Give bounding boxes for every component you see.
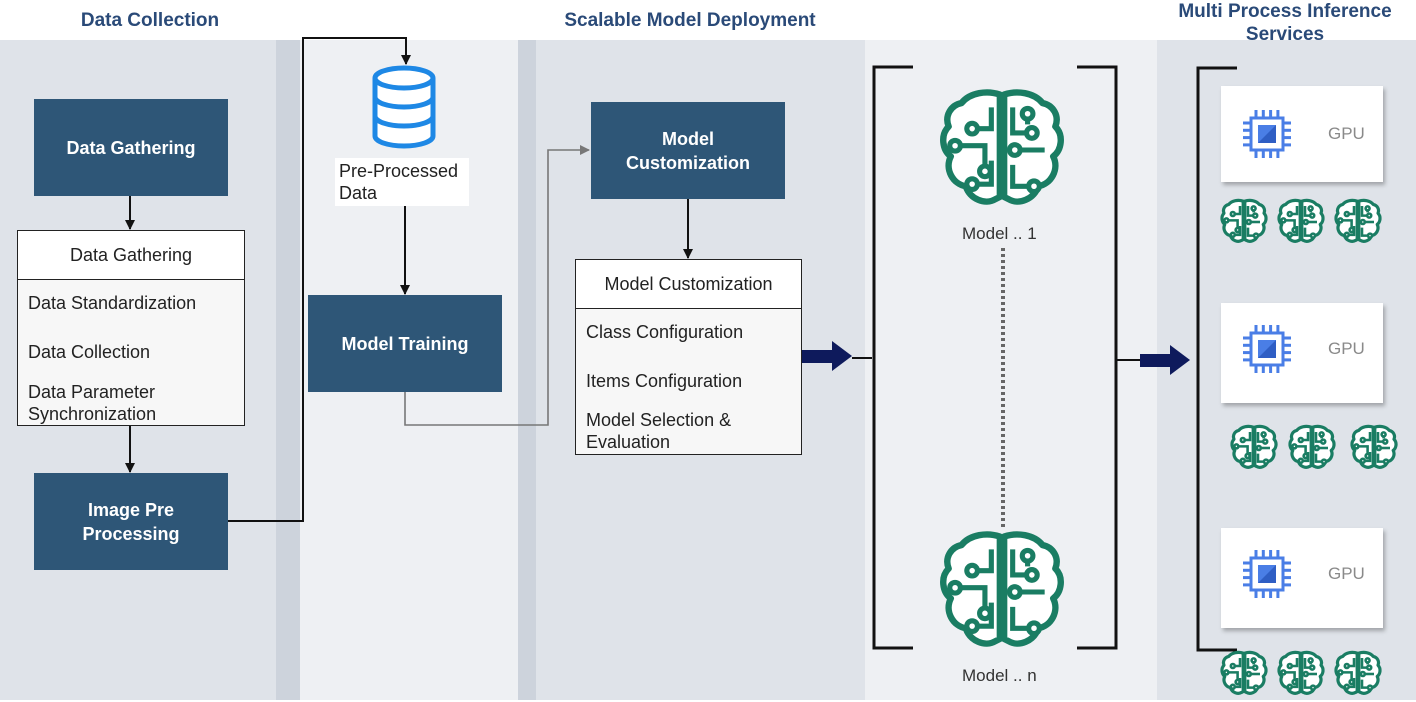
gpu-label: GPU [1328,564,1365,583]
worker-brain-icon [1350,424,1398,469]
list-item-model-selection-evaluation: Model Selection & Evaluation [586,410,732,452]
deployment-panel-edge [518,40,536,700]
brain-icon [940,531,1064,647]
model-customization-box[interactable]: Model Customization [591,102,785,199]
worker-brain-icon [1220,650,1268,695]
pre-processed-data-label: Pre-Processed Data [335,158,469,206]
data-gathering-box[interactable]: Data Gathering [34,99,228,196]
gpu-card: GPU [1221,528,1383,628]
model-customization-list: Model Customization Class Configuration … [575,259,802,455]
model-n-label: Model .. n [962,666,1037,685]
model-1-label: Model .. 1 [962,224,1037,243]
worker-brain-icon [1220,198,1268,243]
data-collection-panel-edge [276,40,300,700]
list-item-data-collection: Data Collection [28,342,151,362]
list-item-class-configuration: Class Configuration [586,322,744,342]
section-title-scalable-model-deployment: Scalable Model Deployment [564,10,816,31]
gpu-chip-icon [1243,325,1291,373]
brain-icon [940,89,1064,205]
data-gathering-list: Data Gathering Data Standardization Data… [17,230,245,426]
gpu-chip-icon [1243,110,1291,158]
section-title-multi-process-inference: Multi Process Inference Services [1178,1,1392,45]
gpu-card: GPU [1221,86,1383,182]
worker-brain-icon [1277,650,1325,695]
worker-brain-icon [1288,424,1336,469]
model-training-box[interactable]: Model Training [308,295,502,392]
model-customization-list-header: Model Customization [576,260,801,309]
worker-brain-icon [1334,650,1382,695]
gpu-label: GPU [1328,124,1365,143]
worker-brain-icon [1334,198,1382,243]
section-title-data-collection: Data Collection [80,10,220,31]
list-item-items-configuration: Items Configuration [586,371,743,391]
list-item-data-standardization: Data Standardization [28,293,197,313]
list-item-data-parameter-synchronization: Data Parameter Synchronization [28,382,157,424]
gpu-chip-icon [1243,550,1291,598]
database-icon [372,65,436,149]
worker-brain-icon [1230,424,1278,469]
image-pre-processing-box[interactable]: Image Pre Processing [34,473,228,570]
gpu-card: GPU [1221,303,1383,403]
gpu-label: GPU [1328,339,1365,358]
data-gathering-list-header: Data Gathering [18,231,244,280]
worker-brain-icon [1277,198,1325,243]
